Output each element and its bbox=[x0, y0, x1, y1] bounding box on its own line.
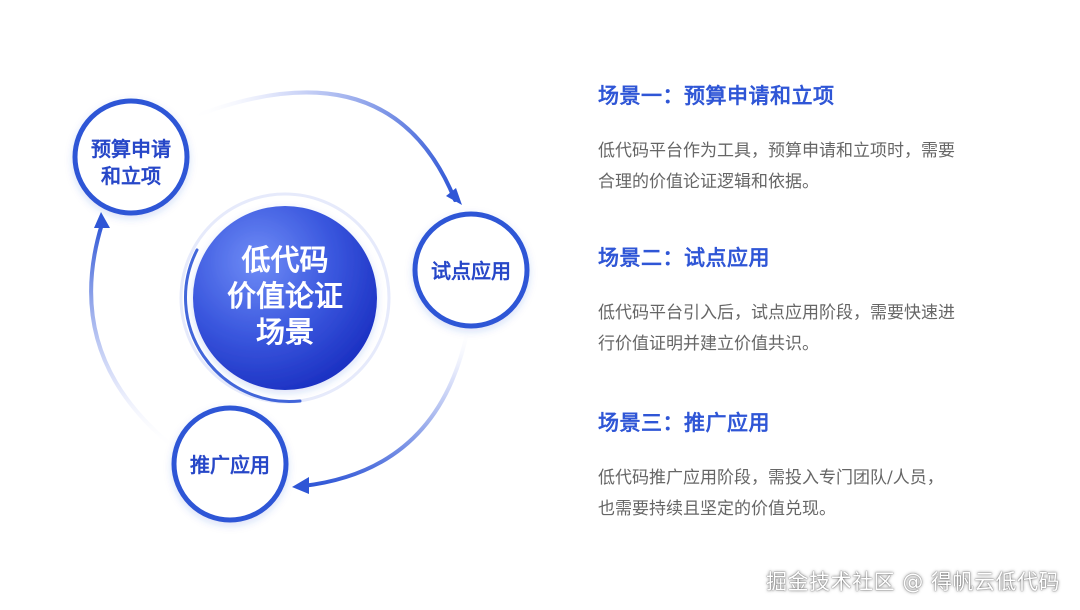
scenario-1: 场景一：预算申请和立项 低代码平台作为工具，预算申请和立项时，需要 合理的价值论… bbox=[598, 80, 1048, 198]
scenario-1-description: 低代码平台作为工具，预算申请和立项时，需要 合理的价值论证逻辑和依据。 bbox=[598, 136, 1048, 198]
cycle-diagram: 低代码 价值论证 场景 预算申请 和立项 试点应用 推广应用 bbox=[72, 90, 530, 523]
node-pilot-label: 试点应用 bbox=[431, 259, 511, 283]
scenario-3-title: 场景三：推广应用 bbox=[598, 411, 770, 435]
arrow-head-budget bbox=[94, 212, 110, 228]
node-promote-label: 推广应用 bbox=[190, 453, 270, 477]
scenario-2-desc-line-2: 行价值证明并建立价值共识。 bbox=[598, 334, 819, 354]
watermark: 掘金技术社区 @ 得帆云低代码 bbox=[766, 570, 1060, 594]
arrow-head-pilot bbox=[446, 188, 462, 205]
arrow-pilot-to-promote bbox=[301, 326, 470, 488]
scenario-2-description: 低代码平台引入后，试点应用阶段，需要快速进 行价值证明并建立价值共识。 bbox=[598, 298, 1048, 360]
scenario-3: 场景三：推广应用 低代码推广应用阶段，需投入专门团队/人员， 也需要持续且坚定的… bbox=[598, 407, 1048, 525]
scenario-1-title: 场景一：预算申请和立项 bbox=[598, 84, 835, 108]
node-pilot-circle bbox=[412, 211, 530, 329]
scenario-3-desc-line-2: 也需要持续且坚定的价值兑现。 bbox=[598, 499, 836, 519]
node-budget-circle bbox=[72, 98, 190, 216]
arrow-head-promote bbox=[292, 477, 309, 494]
scenario-3-desc-line-1: 低代码推广应用阶段，需投入专门团队/人员， bbox=[598, 468, 944, 488]
scenario-2-title: 场景二：试点应用 bbox=[598, 246, 770, 270]
node-budget-line-1: 预算申请 bbox=[91, 137, 171, 161]
scenario-2-desc-line-1: 低代码平台引入后，试点应用阶段，需要快速进 bbox=[598, 303, 955, 323]
arrow-promote-to-budget bbox=[89, 222, 182, 454]
center-title-line-3: 场景 bbox=[256, 315, 314, 349]
center-circle bbox=[193, 206, 377, 390]
node-promote-circle bbox=[171, 405, 289, 523]
scenario-3-description: 低代码推广应用阶段，需投入专门团队/人员， 也需要持续且坚定的价值兑现。 bbox=[598, 463, 1048, 525]
scenario-1-desc-line-2: 合理的价值论证逻辑和依据。 bbox=[598, 172, 819, 192]
center-title-line-2: 价值论证 bbox=[227, 279, 343, 313]
arrow-budget-to-pilot bbox=[188, 90, 457, 202]
center-title-line-1: 低代码 bbox=[240, 243, 328, 277]
inner-ring-accent bbox=[184, 248, 302, 404]
node-budget-line-2: 和立项 bbox=[101, 164, 161, 188]
scenario-1-desc-line-1: 低代码平台作为工具，预算申请和立项时，需要 bbox=[598, 141, 955, 161]
scenario-2: 场景二：试点应用 低代码平台引入后，试点应用阶段，需要快速进 行价值证明并建立价… bbox=[598, 242, 1048, 360]
